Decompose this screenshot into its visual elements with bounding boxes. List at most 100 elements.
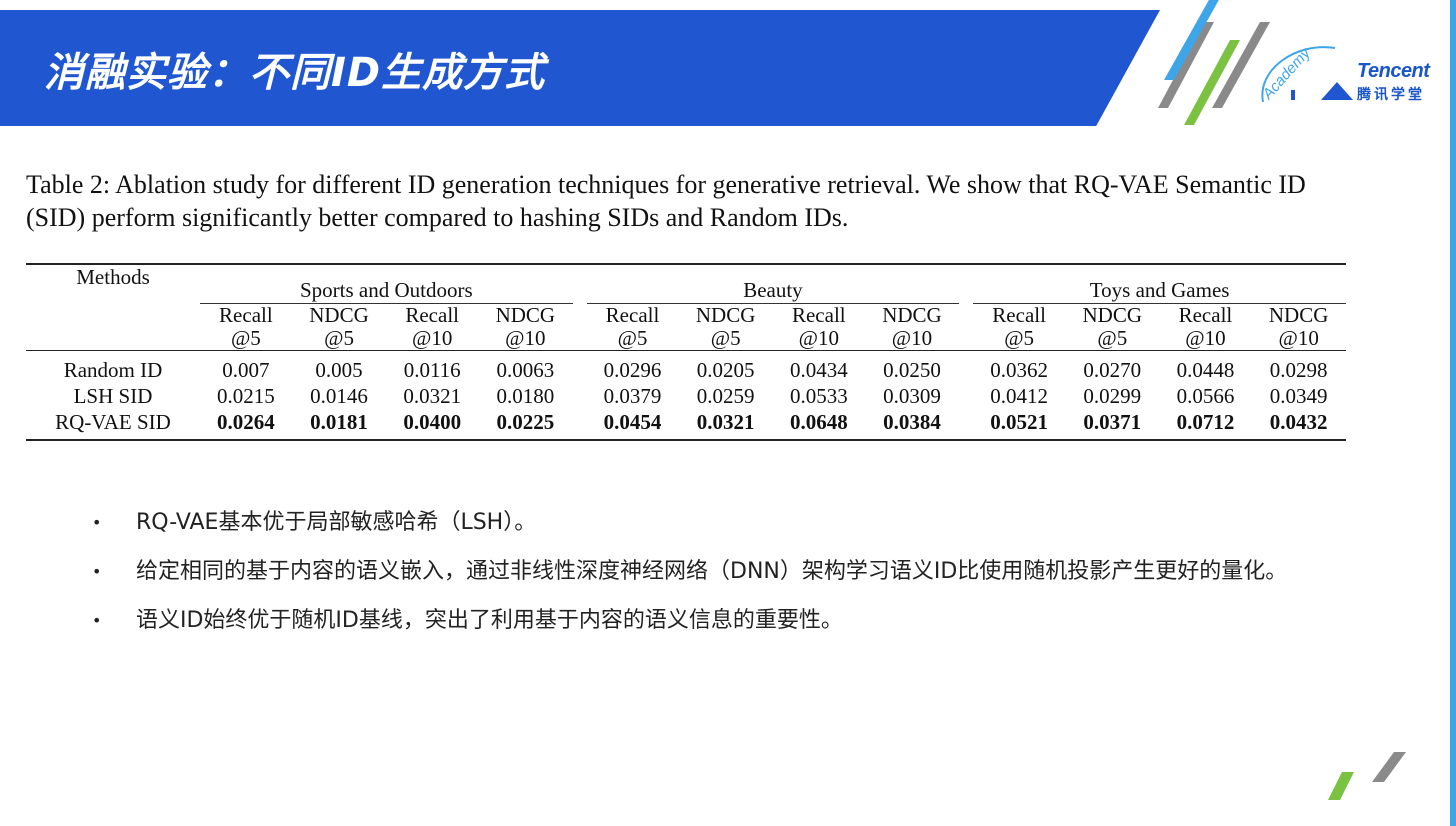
value-cell: 0.0371 bbox=[1083, 410, 1142, 434]
value-cell: 0.0146 bbox=[310, 384, 368, 408]
value-cell: 0.0264 bbox=[217, 410, 275, 434]
value-cell: 0.0296 bbox=[603, 358, 662, 382]
metric-cutoff: @5 bbox=[617, 326, 648, 350]
metric-header: NDCG@10 bbox=[478, 304, 573, 351]
metric-cutoff: @10 bbox=[891, 326, 933, 350]
bullet-text: 语义ID始终优于随机ID基线，突出了利用基于内容的语义信息的重要性。 bbox=[136, 608, 843, 633]
method-name-cell: Random ID bbox=[63, 358, 163, 382]
metric-name: NDCG bbox=[309, 303, 369, 327]
value-cell: 0.0400 bbox=[403, 410, 462, 434]
value-cell: 0.0181 bbox=[310, 410, 368, 434]
findings-list: • RQ-VAE基本优于局部敏感哈希（LSH）。 • 给定相同的基于内容的语义嵌入，… bbox=[92, 508, 1312, 655]
group-header-beauty: Beauty bbox=[586, 264, 960, 304]
metric-header: Recall@10 bbox=[1160, 304, 1252, 351]
metric-name: Recall bbox=[992, 303, 1046, 327]
metric-header: Recall@5 bbox=[587, 304, 679, 351]
value-cell: 0.0321 bbox=[403, 384, 462, 408]
value-cell: 0.0362 bbox=[990, 358, 1048, 382]
metric-header: Recall@10 bbox=[773, 304, 865, 351]
results-table-container: Methods Sports and Outdoors Beauty Toys … bbox=[26, 263, 1346, 441]
value-cell: 0.0205 bbox=[696, 358, 755, 382]
logo-arc-text: Academy bbox=[1259, 44, 1315, 104]
corner-decoration bbox=[1328, 752, 1406, 800]
metric-name: NDCG bbox=[695, 303, 756, 327]
metric-cutoff: @10 bbox=[1185, 326, 1226, 350]
metric-cutoff: @10 bbox=[798, 326, 839, 350]
metric-header: Recall@10 bbox=[386, 304, 478, 351]
bullet-marker: • bbox=[92, 562, 102, 581]
table-row: LSH SID 0.0215 0.0146 0.0321 0.0180 0.0379 0.0… bbox=[26, 383, 1346, 409]
bullet-marker: • bbox=[92, 513, 102, 532]
metric-header: Recall@5 bbox=[973, 304, 1065, 351]
metric-name: NDCG bbox=[1082, 303, 1143, 327]
bullet-marker: • bbox=[92, 611, 102, 630]
metric-header: NDCG@10 bbox=[865, 304, 960, 351]
metric-header: NDCG@5 bbox=[292, 304, 387, 351]
value-cell: 0.0250 bbox=[883, 358, 941, 382]
slide-title: 消融实验：不同ID生成方式 bbox=[44, 50, 546, 96]
bullet-item: • RQ-VAE基本优于局部敏感哈希（LSH）。 bbox=[92, 508, 1312, 537]
metric-header: NDCG@10 bbox=[1251, 304, 1346, 351]
value-cell: 0.0521 bbox=[990, 410, 1048, 434]
value-cell: 0.0712 bbox=[1176, 410, 1235, 434]
value-cell: 0.0412 bbox=[990, 384, 1048, 408]
method-name-cell: RQ-VAE SID bbox=[55, 410, 171, 434]
value-cell: 0.0432 bbox=[1269, 410, 1328, 434]
metric-cutoff: @10 bbox=[505, 326, 546, 350]
value-cell: 0.0533 bbox=[789, 384, 848, 408]
value-cell: 0.0270 bbox=[1083, 358, 1142, 382]
decorative-stripes bbox=[1158, 0, 1270, 125]
metric-header: NDCG@5 bbox=[678, 304, 773, 351]
bullet-text: 给定相同的基于内容的语义嵌入，通过非线性深度神经网络（DNN）架构学习语义ID比… bbox=[136, 559, 1288, 584]
value-cell: 0.0298 bbox=[1269, 358, 1328, 382]
bullet-item: • 给定相同的基于内容的语义嵌入，通过非线性深度神经网络（DNN）架构学习语义ID… bbox=[92, 557, 1312, 586]
metric-cutoff: @10 bbox=[412, 326, 453, 350]
bullet-item: • 语义ID始终优于随机ID基线，突出了利用基于内容的语义信息的重要性。 bbox=[92, 606, 1312, 635]
right-edge-accent bbox=[1450, 0, 1456, 826]
bullet-text: RQ-VAE基本优于局部敏感哈希（LSH）。 bbox=[136, 510, 537, 535]
table-row: RQ-VAE SID 0.0264 0.0181 0.0400 0.0225 0.0454… bbox=[26, 409, 1346, 440]
metric-cutoff: @5 bbox=[1097, 326, 1128, 350]
value-cell: 0.0309 bbox=[883, 384, 941, 408]
value-cell: 0.0566 bbox=[1176, 384, 1235, 408]
value-cell: 0.0180 bbox=[496, 384, 555, 408]
value-cell: 0.0448 bbox=[1176, 358, 1235, 382]
value-cell: 0.0299 bbox=[1083, 384, 1142, 408]
value-cell: 0.007 bbox=[222, 358, 270, 382]
group-header-toys: Toys and Games bbox=[973, 264, 1346, 304]
value-cell: 0.0454 bbox=[603, 410, 662, 434]
metric-name: Recall bbox=[605, 303, 660, 327]
metric-cutoff: @5 bbox=[710, 326, 741, 350]
ablation-results-table: Methods Sports and Outdoors Beauty Toys … bbox=[26, 263, 1346, 441]
metric-name: Recall bbox=[1178, 303, 1233, 327]
value-cell: 0.0321 bbox=[696, 410, 755, 434]
metric-name: NDCG bbox=[1268, 303, 1329, 327]
logo-wordmark: Tencent bbox=[1357, 60, 1430, 82]
value-cell: 0.0116 bbox=[403, 358, 461, 382]
value-cell: 0.0259 bbox=[696, 384, 755, 408]
tencent-academy-logo: Academy bbox=[1259, 44, 1353, 104]
logo-chinese: 腾讯学堂 bbox=[1357, 87, 1425, 103]
value-cell: 0.0379 bbox=[603, 384, 662, 408]
table-caption: Table 2: Ablation study for different ID… bbox=[26, 170, 1306, 232]
metric-name: Recall bbox=[791, 303, 846, 327]
metric-cutoff: @5 bbox=[1004, 326, 1035, 350]
header-band bbox=[0, 10, 1160, 126]
metric-header: NDCG@5 bbox=[1065, 304, 1160, 351]
method-name-cell: LSH SID bbox=[73, 384, 153, 408]
value-cell: 0.0063 bbox=[496, 358, 555, 382]
value-cell: 0.0215 bbox=[217, 384, 275, 408]
metric-cutoff: @5 bbox=[230, 326, 261, 350]
value-cell: 0.0349 bbox=[1269, 384, 1328, 408]
value-cell: 0.0434 bbox=[789, 358, 848, 382]
metric-header: Recall@5 bbox=[200, 304, 292, 351]
value-cell: 0.0225 bbox=[496, 410, 555, 434]
metric-cutoff: @5 bbox=[324, 326, 354, 350]
value-cell: 0.0384 bbox=[883, 410, 941, 434]
metric-name: Recall bbox=[405, 303, 459, 327]
metric-cutoff: @10 bbox=[1278, 326, 1319, 350]
value-cell: 0.0648 bbox=[789, 410, 848, 434]
metric-name: Recall bbox=[219, 303, 273, 327]
metric-name: NDCG bbox=[882, 303, 942, 327]
